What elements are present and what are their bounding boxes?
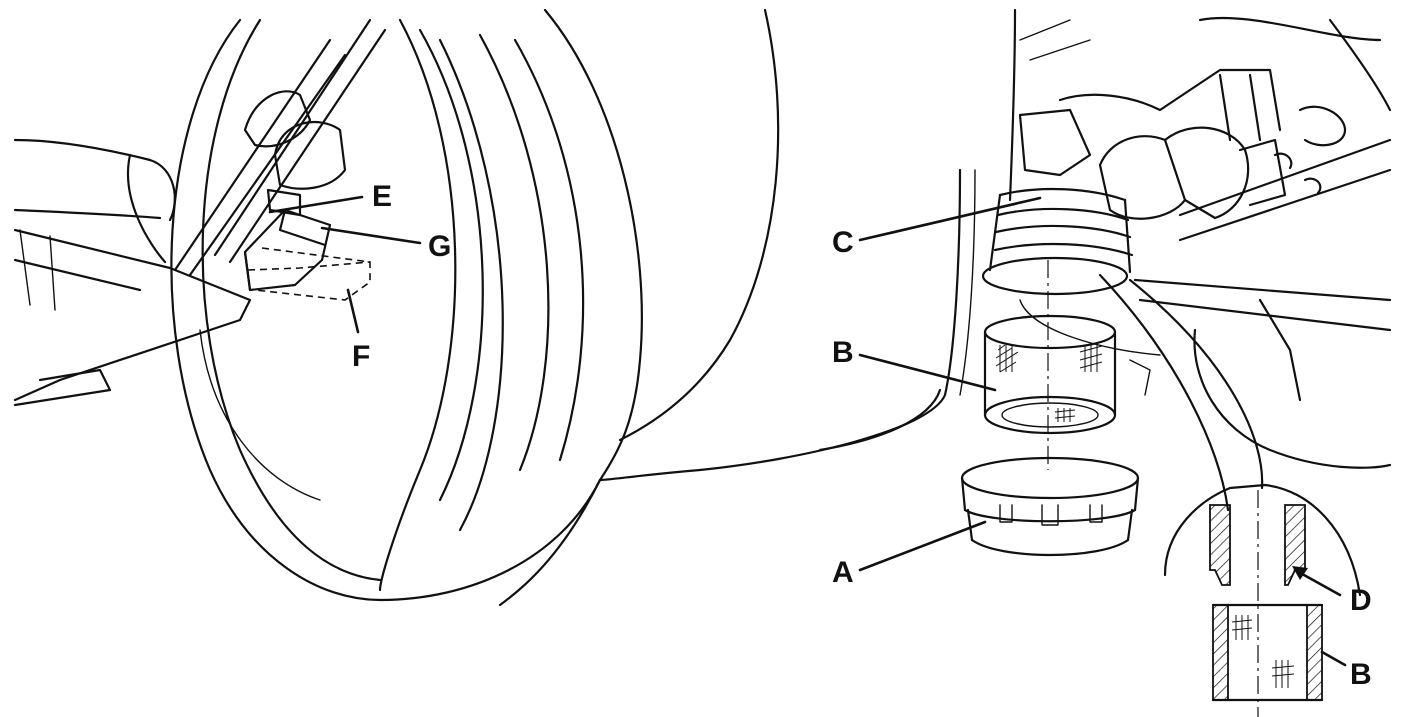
label-b: B [832,336,854,369]
engine-casting [1008,8,1392,469]
leader-e [268,195,364,214]
rear-tire [170,8,643,607]
leader-b-detail [1320,650,1347,667]
leader-f [346,288,360,334]
leader-a [858,520,987,572]
leader-g [320,226,422,245]
label-e: E [372,180,392,213]
leader-c [858,196,1042,242]
filter-element [983,314,1117,435]
hose-elbow-fitting [1018,108,1322,220]
frame-rail [13,138,252,407]
label-c: C [832,226,854,259]
label-d: D [1350,584,1372,617]
label-b-detail: B [1350,658,1372,691]
label-g: G [428,230,451,263]
filter-housing [243,208,371,301]
label-a: A [832,556,854,589]
leader-b [858,353,997,392]
label-f: F [352,340,370,373]
section-detail [1098,273,1362,717]
leader-lines [268,195,1347,667]
fender [598,8,976,482]
filter-cap [960,456,1140,557]
hydraulic-hoses [173,18,387,277]
arrowhead-d [1292,566,1308,580]
